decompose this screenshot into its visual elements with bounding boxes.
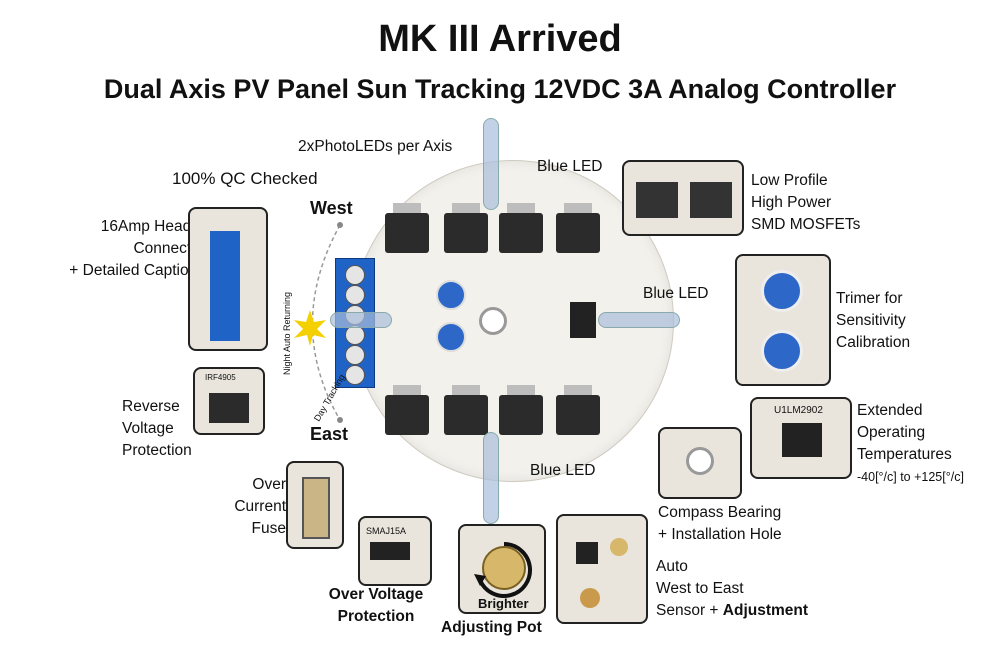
mosfet-caption: Low Profile High Power SMD MOSFETs — [751, 170, 860, 236]
auto-caption-part: Sensor + — [656, 602, 723, 619]
lm2902-chip — [570, 302, 596, 338]
west-label: West — [310, 198, 353, 218]
photoleds-label: 2xPhotoLEDs per Axis — [298, 138, 453, 155]
trim-caption-line: Calibration — [836, 334, 911, 351]
sensor-chip — [576, 542, 598, 564]
temp-caption-line: Operating — [857, 424, 926, 441]
blue-led-right-label: Blue LED — [643, 285, 709, 302]
mosfet-caption-line: SMD MOSFETs — [751, 216, 861, 233]
east-label: East — [310, 424, 349, 444]
trimmer-pot — [761, 270, 803, 312]
night-return-label: Night Auto Returning — [282, 291, 292, 375]
auto-caption-bold: Adjustment — [722, 602, 809, 619]
mosfet-q7 — [499, 385, 543, 435]
pot-knob — [482, 546, 526, 590]
screw-terminal — [345, 265, 365, 285]
pot-caption: Adjusting Pot — [441, 619, 542, 636]
screw-terminal — [345, 345, 365, 365]
sensor-pot — [610, 538, 628, 556]
page-subtitle: Dual Axis PV Panel Sun Tracking 12VDC 3A… — [103, 74, 897, 104]
brighter-label: Brighter — [478, 596, 529, 611]
chip-thumbnail: U1LM2902 — [750, 397, 852, 479]
terminal-block — [210, 231, 240, 341]
blue-led-bottom-label: Blue LED — [530, 462, 596, 479]
smaj-text: SMAJ15A — [366, 526, 407, 536]
photo-led-bottom — [483, 432, 499, 524]
rotate-arrow-icon — [474, 542, 532, 598]
fuse-caption-line: Current — [234, 498, 286, 515]
temp-range: -40[°/c] to +125[°/c] — [857, 470, 964, 484]
screw-terminal — [345, 365, 365, 385]
trimmer-pot-1 — [436, 280, 466, 310]
trim-caption-line: Trimer for — [836, 290, 903, 307]
mosfet-caption-line: High Power — [751, 194, 832, 211]
auto-thumbnail — [556, 514, 648, 624]
ovp-thumbnail: SMAJ15A — [358, 516, 432, 586]
photo-led-left — [330, 312, 392, 328]
ovp-caption: Over Voltage Protection — [318, 584, 434, 628]
mosfet-q8 — [556, 385, 600, 435]
reverse-caption-line: Protection — [122, 442, 192, 459]
irf4905-text: IRF4905 — [205, 373, 236, 382]
mosfet-q6 — [444, 385, 488, 435]
reverse-thumbnail: IRF4905 — [193, 367, 265, 435]
auto-caption-line: Sensor + Adjustment — [656, 600, 808, 622]
photo-led-top — [483, 118, 499, 210]
header-caption-line: 16Amp Header — [100, 218, 205, 235]
mosfet-q5 — [385, 385, 429, 435]
temp-caption-line: Temperatures — [857, 446, 952, 463]
ovp-caption-line: Protection — [337, 608, 415, 625]
trimmer-pot — [761, 330, 803, 372]
diode-chip — [370, 542, 410, 560]
sun-icon — [294, 310, 326, 346]
qc-label: 100% QC Checked — [172, 169, 318, 188]
temp-caption-line: Extended — [857, 402, 923, 419]
lm2902-chip — [782, 423, 822, 457]
fuse-thumbnail — [286, 461, 344, 549]
reverse-caption-line: Voltage — [122, 420, 174, 437]
compass-caption-line: + Installation Hole — [658, 526, 782, 543]
mosfet-chip — [636, 182, 678, 218]
mosfet-thumbnail — [622, 160, 744, 236]
header-caption-line: + Detailed Captions — [69, 262, 205, 279]
compass-hole — [686, 447, 714, 475]
trim-caption-line: Sensitivity — [836, 312, 906, 329]
trimmer-pot-2 — [436, 322, 466, 352]
fuse-component — [302, 477, 330, 539]
mosfet-q4 — [556, 203, 600, 253]
mosfet-q1 — [385, 203, 429, 253]
mosfet-caption-line: Low Profile — [751, 172, 828, 189]
compass-caption: Compass Bearing + Installation Hole — [658, 502, 782, 546]
photo-led-right — [598, 312, 680, 328]
compass-caption-line: Compass Bearing — [658, 504, 782, 521]
auto-caption-line: West to East — [656, 580, 744, 597]
screw-terminal — [345, 285, 365, 305]
photo-sensor — [580, 588, 600, 608]
fuse-caption-line: Fuse — [251, 520, 286, 537]
header-caption-line: Connector — [133, 240, 205, 257]
mosfet-chip — [209, 393, 249, 423]
header-caption: 16Amp Header Connector + Detailed Captio… — [40, 216, 205, 282]
tracking-arcs — [311, 222, 343, 423]
trim-caption: Trimer for Sensitivity Calibration — [836, 288, 910, 354]
mosfet-chip — [690, 182, 732, 218]
reverse-caption: Reverse Voltage Protection — [122, 396, 192, 462]
auto-caption-line: Auto — [656, 558, 688, 575]
mosfet-q3 — [499, 203, 543, 253]
page-title: MK III Arrived — [378, 18, 622, 60]
auto-caption: Auto West to East Sensor + Adjustment — [656, 556, 808, 622]
ovp-caption-line: Over Voltage — [328, 586, 424, 603]
u1-text: U1LM2902 — [774, 405, 823, 416]
pot-thumbnail: Brighter — [458, 524, 546, 614]
fuse-caption: Over Current Fuse — [210, 474, 286, 540]
trimmer-thumbnail — [735, 254, 831, 386]
header-thumbnail — [188, 207, 268, 351]
compass-thumbnail — [658, 427, 742, 499]
blue-led-top-label: Blue LED — [537, 158, 603, 175]
installation-hole — [479, 307, 507, 335]
fuse-caption-line: Over — [252, 476, 286, 493]
temp-caption: Extended Operating Temperatures -40[°/c]… — [857, 400, 964, 488]
mosfet-q2 — [444, 203, 488, 253]
reverse-caption-line: Reverse — [122, 398, 180, 415]
